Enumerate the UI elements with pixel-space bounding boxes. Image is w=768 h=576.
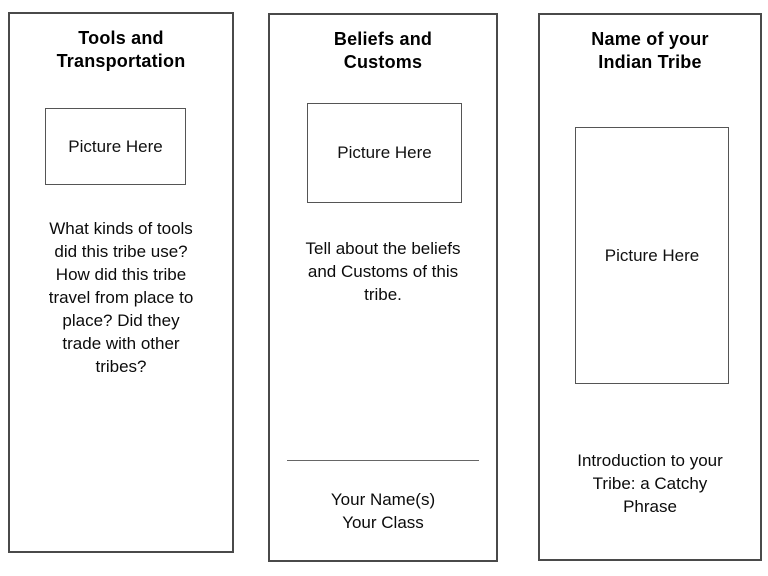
body-text-line: travel from place to xyxy=(48,288,194,307)
panel-body-text: What kinds of tools did this tribe use? … xyxy=(10,217,232,378)
panel-title-line: Beliefs and xyxy=(333,29,433,49)
body-text-line: and Customs of this xyxy=(307,262,459,281)
body-text-line: trade with other xyxy=(62,334,180,353)
body-text-line: tribes? xyxy=(95,357,147,376)
picture-placeholder-box: Picture Here xyxy=(575,127,729,384)
panel-name-of-indian-tribe: Name of your Indian Tribe Picture Here I… xyxy=(538,13,762,561)
panel-title-line: Customs xyxy=(343,52,423,72)
panel-title: Beliefs and Customs xyxy=(270,28,496,74)
body-text-line: Introduction to your xyxy=(577,451,723,470)
body-text-line: How did this tribe xyxy=(55,265,187,284)
picture-placeholder-label: Picture Here xyxy=(604,245,700,265)
panel-body-text: Tell about the beliefs and Customs of th… xyxy=(270,237,496,306)
class-line: Your Class xyxy=(342,513,424,532)
panel-title: Tools and Transportation xyxy=(10,27,232,73)
picture-placeholder-label: Picture Here xyxy=(337,143,432,162)
panel-title: Name of your Indian Tribe xyxy=(540,28,760,74)
picture-placeholder-box: Picture Here xyxy=(45,108,186,185)
body-text-line: Phrase xyxy=(623,497,677,516)
body-text-line: What kinds of tools xyxy=(49,219,193,238)
panel-title-line: Indian Tribe xyxy=(598,52,702,72)
signature-line xyxy=(287,460,479,461)
picture-placeholder-label: Picture Here xyxy=(68,136,163,156)
body-text-line: Tell about the beliefs xyxy=(305,239,461,258)
panel-body-text: Introduction to your Tribe: a Catchy Phr… xyxy=(540,449,760,518)
name-line: Your Name(s) xyxy=(330,490,436,509)
body-text-line: Tribe: a Catchy xyxy=(592,474,708,493)
body-text-line: place? Did they xyxy=(62,311,180,330)
body-text-line: did this tribe use? xyxy=(54,242,188,261)
panel-tools-and-transportation: Tools and Transportation Picture Here Wh… xyxy=(8,12,234,553)
name-and-class-block: Your Name(s) Your Class xyxy=(270,488,496,534)
body-text-line: tribe. xyxy=(364,285,402,304)
panel-title-line: Tools and xyxy=(78,28,164,48)
panel-title-line: Name of your xyxy=(591,29,709,49)
panel-beliefs-and-customs: Beliefs and Customs Picture Here Tell ab… xyxy=(268,13,498,562)
picture-placeholder-box: Picture Here xyxy=(307,103,462,203)
panel-title-line: Transportation xyxy=(56,51,186,71)
